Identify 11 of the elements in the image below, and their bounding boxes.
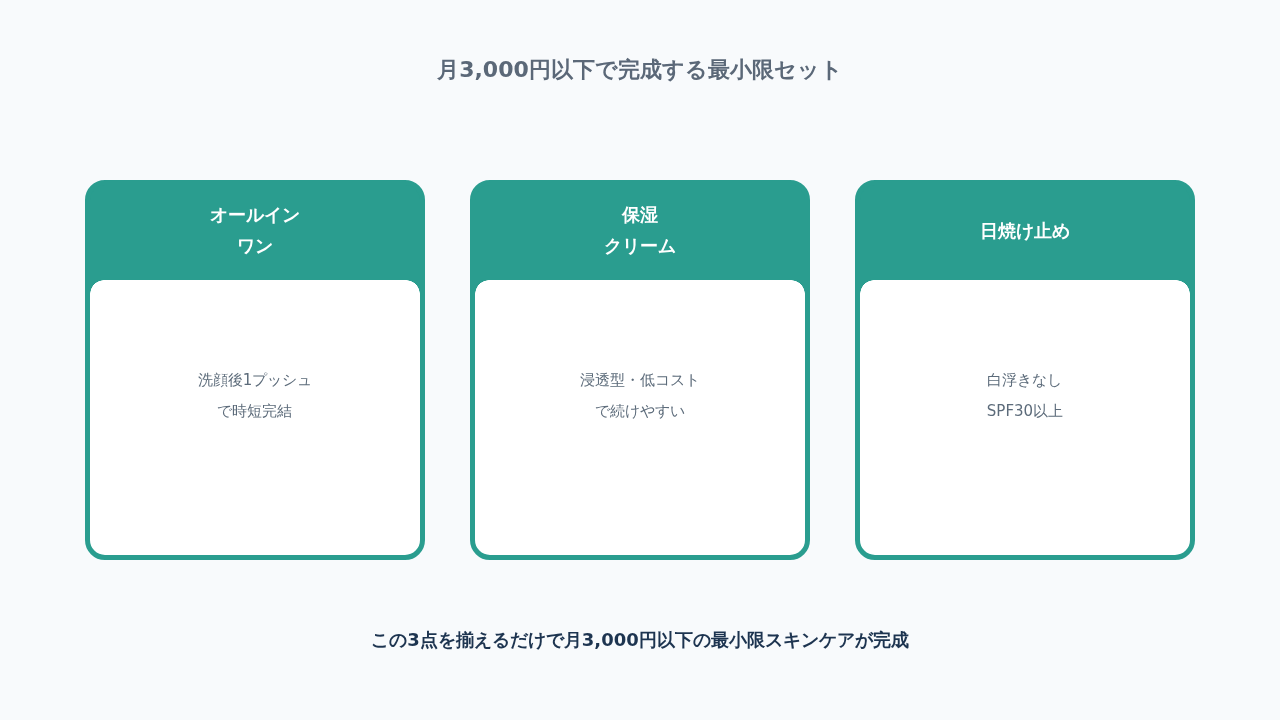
diagram-title: 月3,000円以下で完成する最小限セット [436,56,844,84]
product-card [855,180,1195,560]
card-description: 浸透型・低コストで続けやすい [580,370,700,422]
card-description: 白浮きなしSPF30以上 [986,370,1064,422]
diagram-caption: この3点を揃えるだけで月3,000円以下の最小限スキンケアが完成 [370,628,910,652]
card-description: 洗顔後1プッシュで時短完結 [197,370,313,422]
product-card [470,180,810,560]
product-card [85,180,425,560]
card-heading: 日焼け止め [980,218,1070,243]
card-heading: 保湿クリーム [604,203,676,258]
card-heading: オールインワン [210,203,300,258]
